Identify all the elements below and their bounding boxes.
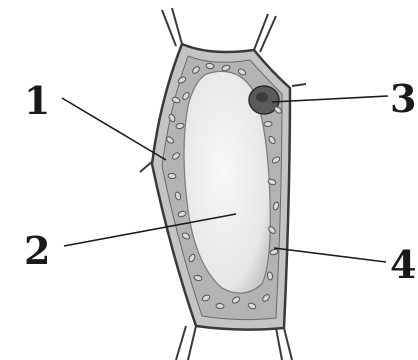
leader-line-1 xyxy=(62,98,166,160)
leader-line-4 xyxy=(274,248,386,262)
label-4: 4 xyxy=(390,242,416,287)
label-1: 1 xyxy=(24,78,50,123)
label-2: 2 xyxy=(24,228,50,273)
label-3: 3 xyxy=(390,76,416,121)
